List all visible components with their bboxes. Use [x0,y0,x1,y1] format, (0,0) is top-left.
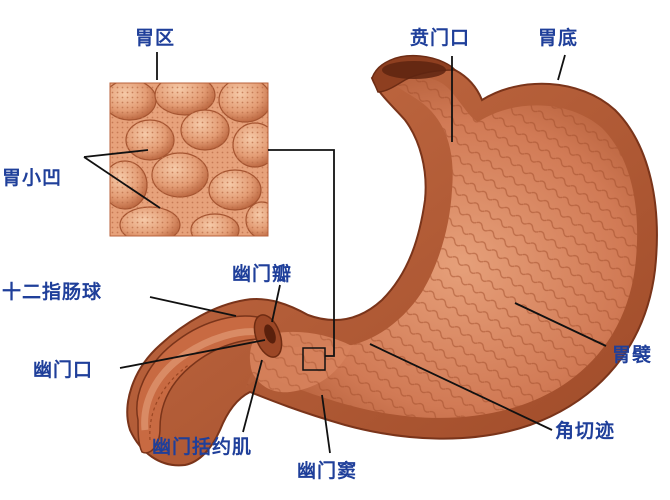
leader-gastric-pits-2 [83,156,161,209]
label-fundus: 胃底 [538,27,579,49]
label-gastric-area: 胃区 [135,27,176,49]
leader-pylorus [119,339,266,369]
label-pyloric-antrum: 幽门窦 [297,460,358,482]
leader-duodenal-bulb [149,296,237,317]
label-gastric-pits: 胃小凹 [2,167,63,189]
label-pyloric-valve: 幽门瓣 [232,263,293,285]
label-pyloric-sphincter: 幽门括约肌 [152,436,253,458]
leader-pyloric-sphincter [242,359,263,433]
label-duodenal-bulb: 十二指肠球 [2,281,103,303]
gastric-area-inset [109,82,269,237]
duodenum [136,315,277,454]
label-gastric-folds: 胃襞 [612,344,653,366]
leader-lines [83,52,607,454]
label-cardia: 贲门口 [410,27,471,49]
leader-gastric-folds [514,302,607,347]
leader-fundus [557,54,566,81]
leader-inset-connector [268,149,335,357]
label-angular-incisure: 角切迹 [555,420,616,442]
leader-angular-incisure [369,343,553,431]
leader-pyloric-antrum [321,394,331,454]
label-pylorus: 幽门口 [33,359,94,381]
stomach-body [126,54,658,467]
inset-locator-box [302,347,326,371]
leader-gastric-pits-1 [83,149,149,158]
leader-pyloric-valve [271,284,281,323]
